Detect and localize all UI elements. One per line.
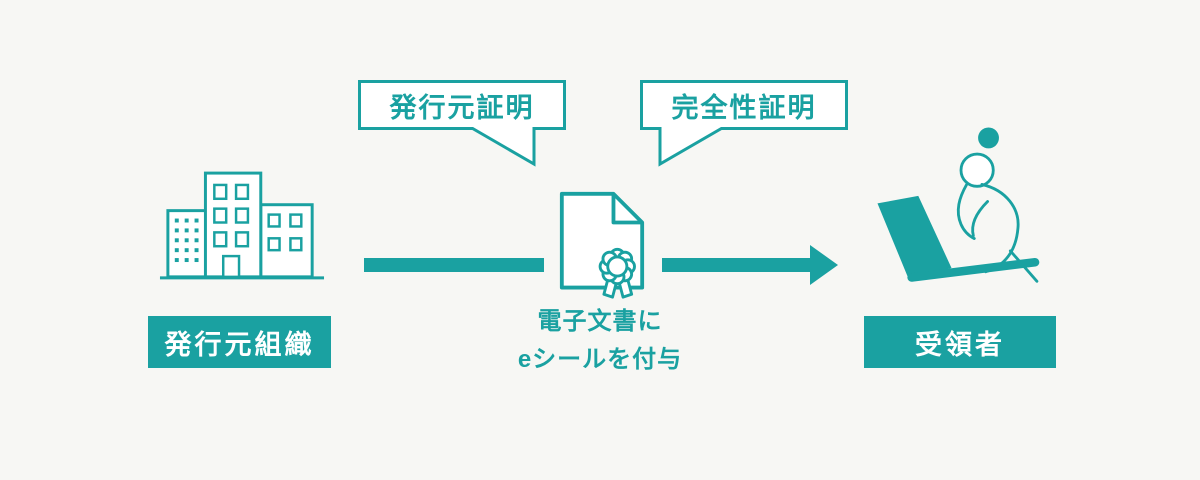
building-icon xyxy=(159,171,325,280)
speech-bubble-origin-proof-label: 発行元証明 xyxy=(389,92,535,123)
person-laptop-icon xyxy=(877,127,1040,283)
document-caption: 電子文書に eシールを付与 xyxy=(470,303,730,379)
arrow-issuer-to-document xyxy=(364,258,544,272)
recipient-badge-label: 受領者 xyxy=(915,329,1005,360)
issuer-badge: 発行元組織 xyxy=(148,316,331,368)
speech-bubble-origin-proof: 発行元証明 xyxy=(358,80,566,130)
speech-bubble-integrity-proof-label: 完全性証明 xyxy=(671,92,817,123)
issuer-badge-label: 発行元組織 xyxy=(164,329,315,360)
document-caption-line1: 電子文書に xyxy=(537,308,663,335)
speech-bubble-tail-left xyxy=(658,127,725,167)
speech-bubble-tail-right xyxy=(469,127,536,167)
document-seal-icon xyxy=(559,191,645,299)
arrow-document-to-recipient xyxy=(662,258,812,272)
document-caption-line2: eシールを付与 xyxy=(517,346,683,373)
arrow-document-to-recipient-head xyxy=(810,245,838,285)
speech-bubble-integrity-proof: 完全性証明 xyxy=(640,80,848,130)
recipient-badge: 受領者 xyxy=(864,316,1056,368)
